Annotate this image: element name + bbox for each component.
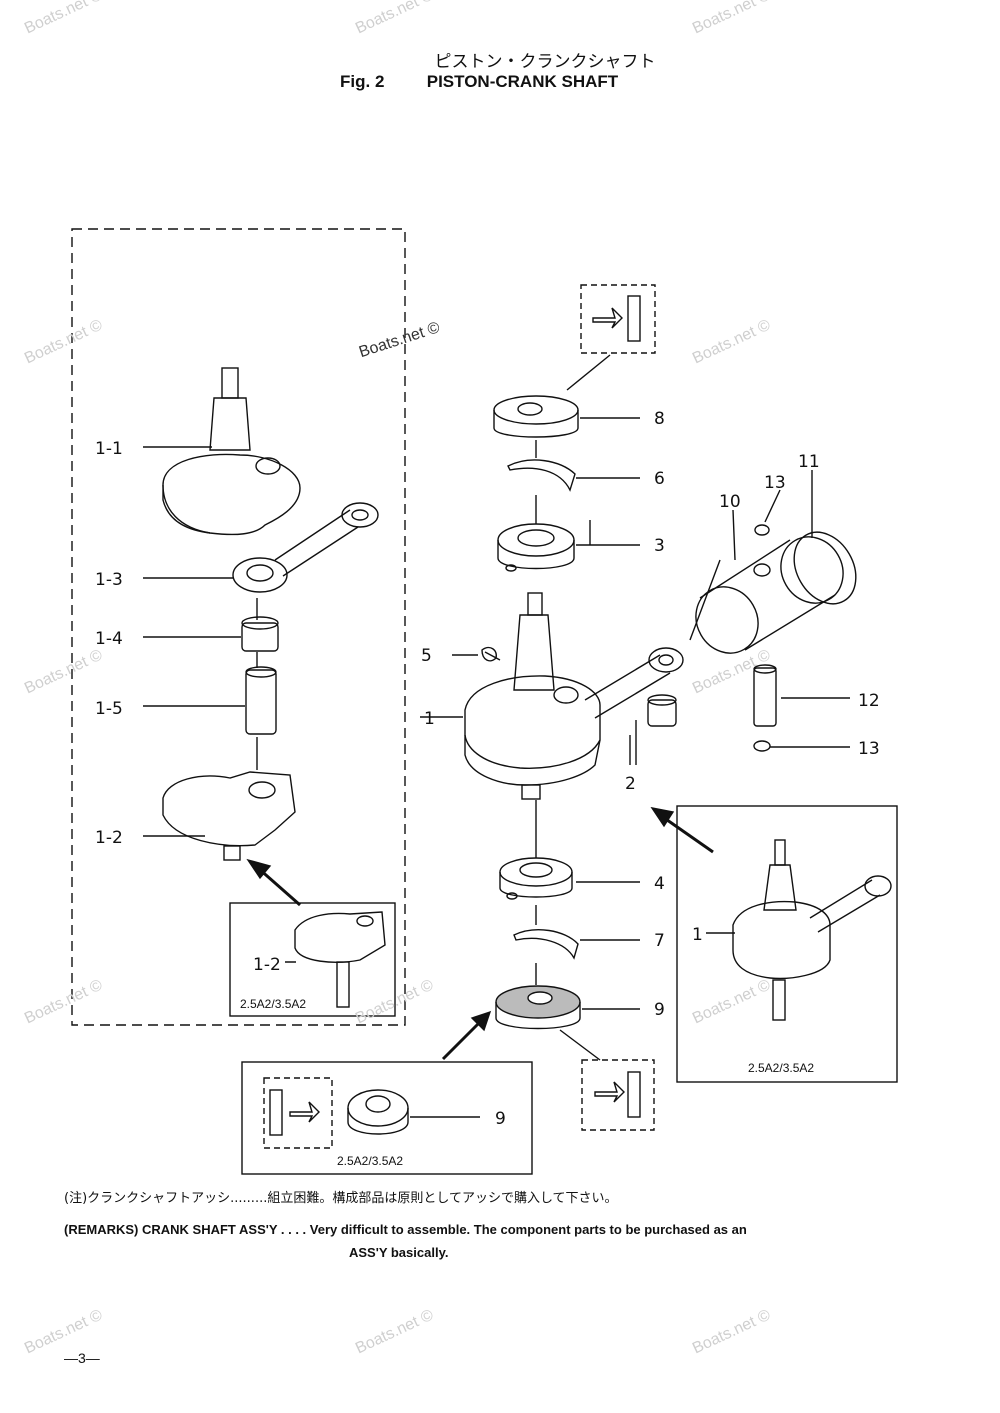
callout-4: 4 [654,874,665,894]
piston-drawing [695,536,844,654]
inset-bottom-model: 2.5A2/3.5A2 [337,1154,403,1168]
ball-bearing-bottom-drawing [499,857,573,900]
callout-2: 2 [625,774,636,794]
piston-ring-drawing [793,531,857,605]
crankshaft-assy-dashed-box [71,228,406,1026]
inset-right-part-label: 1 [692,925,703,945]
connecting-rod-drawing [232,502,379,593]
callout-1-5: 1-5 [95,699,123,719]
crank-lower-half-drawing [162,771,296,861]
title-japanese: ピストン・クランクシャフト [434,52,656,72]
callout-9-inset: 9 [495,1109,506,1129]
piston-pin-drawing [753,664,777,727]
remark-japanese: (注)クランクシャフトアッシ.........組立困難。構成部品は原則としてアッ… [64,1191,618,1206]
callout-1-2: 1-2 [95,828,123,848]
callout-13-upper: 13 [764,473,786,493]
callout-1-3: 1-3 [95,570,123,590]
crankshaft-assembly-drawing [464,592,684,800]
callout-12: 12 [858,691,880,711]
figure-number: Fig. 2 [340,72,385,91]
remark-english-line1: (REMARKS) CRANK SHAFT ASS'Y . . . . Very… [64,1222,747,1237]
inset-crank-half-drawing [294,911,386,1008]
needle-bearing-small-drawing [647,694,677,727]
oil-seal-bottom-drawing [495,985,581,1030]
figure-title: Fig. 2 PISTON-CRANK SHAFT [340,72,618,92]
inset-right-model: 2.5A2/3.5A2 [748,1061,814,1075]
figure-title-english: PISTON-CRANK SHAFT [426,72,619,91]
page-number: —3— [64,1350,100,1366]
callout-6: 6 [654,469,665,489]
circlip-pin-lower-drawing [753,740,771,752]
callout-13-lower: 13 [858,739,880,759]
crank-pin-drawing [245,666,277,735]
callout-1: 1 [424,709,435,729]
callout-10: 10 [719,492,741,512]
inset-crankshaft-drawing [732,839,892,1021]
inset-left-part-label: 1-2 [253,955,281,975]
circlip-top-drawing [507,459,576,492]
needle-bearing-drawing [241,616,279,652]
crank-upper-half-drawing [162,367,301,536]
circlip-bottom-drawing [513,929,579,960]
ball-bearing-top-drawing [497,523,575,572]
callout-3: 3 [654,536,665,556]
remark-english-line2: ASS'Y basically. [349,1245,449,1260]
inset-seal-bearing-drawing [347,1089,409,1135]
oil-seal-top-drawing [493,395,579,438]
inset-left-model: 2.5A2/3.5A2 [240,997,306,1011]
callout-1-1: 1-1 [95,439,123,459]
callout-8: 8 [654,409,665,429]
callout-1-4: 1-4 [95,629,123,649]
callout-11: 11 [798,452,820,472]
circlip-pin-upper-drawing [754,524,770,536]
callout-9: 9 [654,1000,665,1020]
callout-7: 7 [654,931,665,951]
callout-5: 5 [421,646,432,666]
